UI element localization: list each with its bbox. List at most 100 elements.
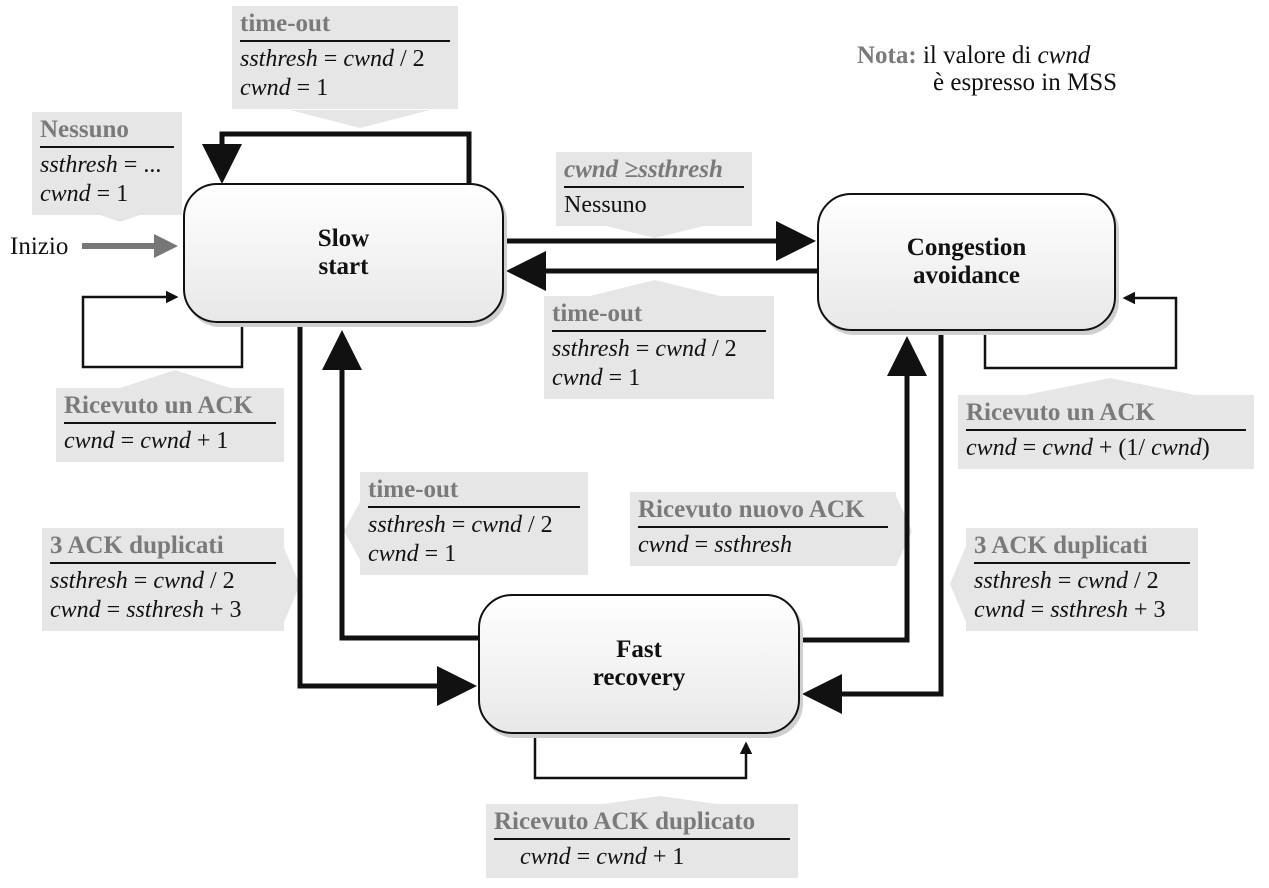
fr-timeout-a1-var: ssthresh: [368, 512, 446, 538]
ca-timeout-a1-var: ssthresh: [552, 336, 630, 362]
label-ss-timeout: time-out ssthresh = cwnd / 2 cwnd = 1: [232, 6, 458, 109]
ca-timeout-a2-var: cwnd: [552, 365, 603, 391]
ca-timeout-a2-rest: = 1: [602, 365, 641, 391]
state-ca-line2: avoidance: [913, 262, 1020, 289]
init-a1-var: ssthresh: [40, 152, 118, 178]
arrow-fr-to-ss: [322, 330, 479, 641]
fr-timeout-a1-rest: / 2: [522, 512, 553, 538]
ca-ack-a1-mid2: + (1/: [1092, 435, 1152, 461]
tail-ss-to-ca: [590, 222, 720, 238]
arrow-fr-dup: [533, 734, 753, 780]
event-ca-ack: Ricevuto un ACK: [966, 399, 1155, 426]
arrow-ca-ack: [983, 291, 1178, 370]
rule-init: [40, 146, 174, 148]
tail-ca-dup3: [950, 546, 966, 622]
fr-timeout-a2-rest: = 1: [418, 541, 457, 567]
tail-fr-timeout: [344, 502, 360, 560]
ss-dup3-a1-var: ssthresh: [50, 568, 128, 594]
event-fr-dup: Ricevuto ACK duplicato: [494, 808, 756, 835]
ca-dup3-a2-var: cwnd: [974, 597, 1025, 623]
note: Nota: il valore di cwnd è espresso in MS…: [857, 42, 1117, 96]
fr-new-ack-a1-var: cwnd: [638, 532, 689, 558]
init-a1-rest: = ...: [117, 152, 162, 178]
ss-ack-a1-rest: + 1: [190, 428, 229, 454]
arrow-fr-to-ca: [800, 336, 927, 643]
label-fr-timeout: time-out ssthresh = cwnd / 2 cwnd = 1: [360, 472, 588, 575]
rule-fr-timeout: [368, 506, 580, 508]
fr-dup-a1-var2: cwnd: [596, 844, 647, 870]
event-ss-dup3: 3 ACK duplicati: [50, 532, 224, 559]
event-fr-timeout: time-out: [368, 476, 459, 503]
note-line1-var: cwnd: [1037, 42, 1091, 69]
ss-timeout-a1-rest: / 2: [394, 46, 425, 72]
ca-ack-a1-rest: ): [1201, 435, 1210, 461]
rule-ca-ack: [966, 429, 1246, 431]
ss-timeout-a1-var2: cwnd: [343, 46, 395, 72]
ca-dup3-a1-rest: / 2: [1128, 568, 1159, 594]
ss-timeout-a2-var: cwnd: [240, 75, 291, 101]
ca-ack-a1-var3: cwnd: [1151, 435, 1202, 461]
arrow-ss-timeout: [202, 131, 472, 184]
tail-ss-ack: [120, 370, 230, 388]
tail-ss-dup3: [284, 548, 300, 622]
arrow-ss-to-fr: [297, 324, 477, 706]
ss-timeout-a2-rest: = 1: [290, 75, 329, 101]
rule-ca-timeout: [552, 330, 766, 332]
ss-dup3-a1-var2: cwnd: [153, 568, 205, 594]
tail-ca-timeout: [590, 280, 720, 296]
state-slow-start-line1: Slow: [317, 225, 370, 252]
state-fr-line2: recovery: [592, 664, 686, 691]
ca-timeout-a1-var2: cwnd: [655, 336, 707, 362]
ss-dup3-a1-mid: =: [127, 568, 154, 594]
tail-ca-ack: [1020, 378, 1200, 396]
ss-dup3-a2-rest: + 3: [204, 597, 242, 623]
tail-ss-timeout: [290, 110, 430, 128]
note-line2: è espresso in MSS: [933, 69, 1118, 96]
ca-dup3-a1-var2: cwnd: [1077, 568, 1129, 594]
ca-timeout-a1-rest: / 2: [706, 336, 737, 362]
ss-timeout-a1-mid: =: [317, 46, 344, 72]
ca-dup3-a1-mid: =: [1051, 568, 1078, 594]
rule-ss-dup3: [50, 562, 276, 564]
label-ca-dup3: 3 ACK duplicati ssthresh = cwnd / 2 cwnd…: [966, 528, 1198, 631]
ca-dup3-a2-var2: ssthresh: [1050, 597, 1129, 623]
ca-timeout-a1-mid: =: [629, 336, 656, 362]
label-ca-timeout: time-out ssthresh = cwnd / 2 cwnd = 1: [544, 296, 774, 399]
fr-dup-a1-var: cwnd: [520, 844, 571, 870]
state-fr-line1: Fast: [616, 636, 662, 663]
ss-dup3-a2-var: cwnd: [50, 597, 101, 623]
fr-dup-a1-mid: =: [570, 844, 597, 870]
ss-ack-a1-var: cwnd: [64, 428, 115, 454]
init-a2-rest: = 1: [90, 181, 129, 207]
state-slow-start-line2: start: [318, 253, 369, 280]
ss-timeout-a1-var: ssthresh: [240, 46, 318, 72]
fr-timeout-a2-var: cwnd: [368, 541, 419, 567]
label-init: Nessuno ssthresh = ... cwnd = 1: [32, 112, 182, 215]
event-ss-timeout: time-out: [240, 10, 331, 37]
action-ss-to-ca: Nessuno: [564, 192, 647, 218]
label-ss-dup3: 3 ACK duplicati ssthresh = cwnd / 2 cwnd…: [42, 528, 284, 631]
event-ca-dup3: 3 ACK duplicati: [974, 532, 1148, 559]
ca-dup3-a2-rest: + 3: [1128, 597, 1166, 623]
ca-ack-a1-var2: cwnd: [1042, 435, 1093, 461]
rule-ca-dup3: [974, 562, 1190, 564]
ca-dup3-a2-mid: =: [1024, 597, 1051, 623]
label-ss-ack: Ricevuto un ACK cwnd = cwnd + 1: [56, 388, 284, 462]
event-init: Nessuno: [40, 116, 129, 143]
label-ca-ack: Ricevuto un ACK cwnd = cwnd + (1/ cwnd): [958, 395, 1254, 469]
ca-dup3-a1-var: ssthresh: [974, 568, 1052, 594]
ss-dup3-a1-rest: / 2: [204, 568, 235, 594]
ca-ack-a1-mid: =: [1016, 435, 1043, 461]
label-ss-to-ca: cwnd ≥ssthresh Nessuno: [556, 152, 752, 226]
ss-dup3-a2-var2: ssthresh: [126, 597, 205, 623]
note-line1-pre: il valore di: [922, 42, 1038, 69]
event-ss-to-ca: cwnd ≥ssthresh: [564, 156, 723, 183]
rule-fr-new-ack: [638, 526, 888, 528]
event-ss-ack: Ricevuto un ACK: [64, 392, 253, 419]
fr-new-ack-a1-mid: =: [688, 532, 715, 558]
rule-ss-ack: [64, 422, 276, 424]
